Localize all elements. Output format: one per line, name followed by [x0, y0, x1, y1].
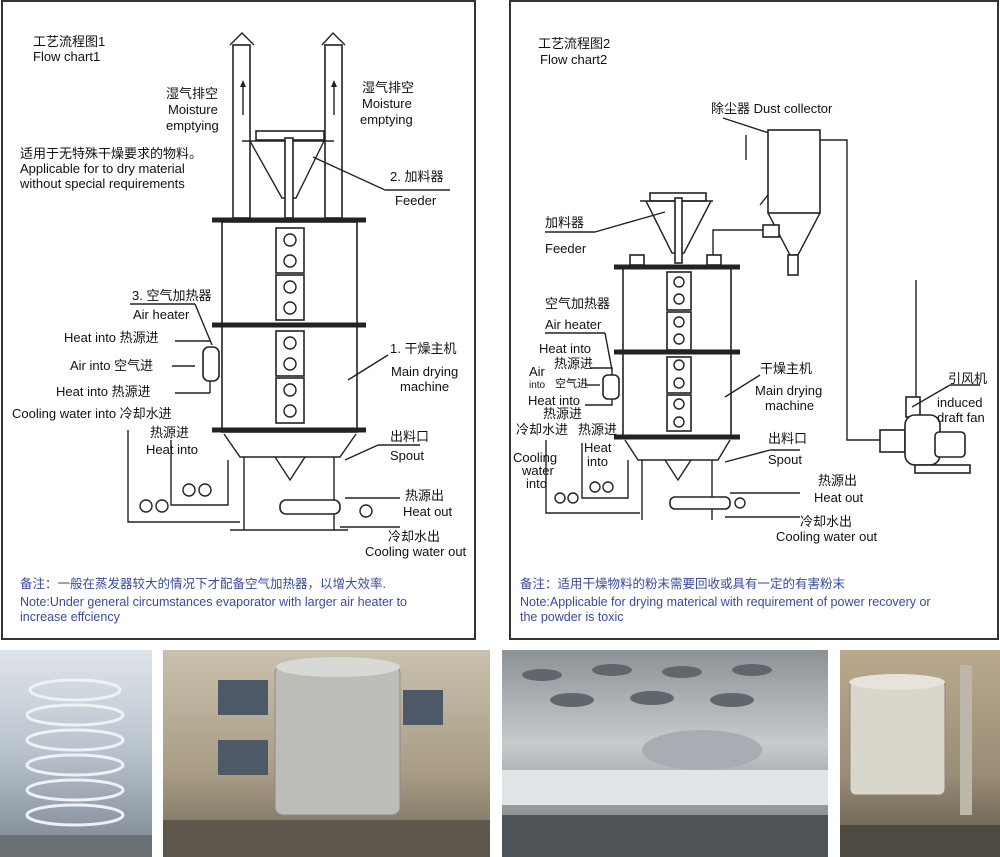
air-heater-cn: 空气加热器	[545, 296, 610, 311]
air-heater-en: Air heater	[545, 317, 602, 332]
cooling-water-into-label: Cooling water into 冷却水进	[12, 406, 172, 421]
piping	[127, 430, 400, 528]
feeder-label-cn: 2. 加料器	[390, 169, 443, 184]
main-drying-machine	[614, 264, 800, 520]
cooling-out-en: Cooling water out	[776, 529, 878, 544]
photo-dryer-workshop	[163, 650, 490, 857]
cooling-into-cn: 冷却水进	[516, 422, 568, 437]
note-en: Note:Applicable for drying materical wit…	[520, 595, 931, 609]
main-machine-en: Main drying	[391, 364, 458, 379]
heat-into-label: Heat into 热源进	[64, 330, 159, 345]
chart-title-cn: 工艺流程图2	[538, 36, 610, 51]
moisture-label-en: emptying	[166, 118, 219, 133]
heat-out-en: Heat out	[403, 504, 453, 519]
moisture-label-en: Moisture	[362, 96, 412, 111]
heat-out-cn: 热源出	[405, 488, 444, 503]
applicable-en: Applicable for to dry material	[20, 161, 185, 176]
heat-into-cn: 热源进	[578, 422, 617, 437]
note-en: increase effciency	[20, 610, 121, 624]
chart-title-en: Flow chart1	[33, 49, 100, 64]
flow-chart-2: 工艺流程图2 Flow chart2 除尘器 Dust collector 引风…	[509, 0, 999, 640]
chart-title-cn: 工艺流程图1	[33, 34, 105, 49]
applicable-en: without special requirements	[19, 176, 185, 191]
heat-into-cn: 热源进	[554, 356, 593, 371]
cooling-out-cn: 冷却水出	[388, 529, 440, 544]
spout-en: Spout	[768, 452, 802, 467]
heat-into-en: into	[587, 454, 608, 469]
note-cn: 备注：适用干燥物料的粉末需要回收或具有一定的有害粉末	[520, 576, 846, 591]
cooling-into-en: water	[521, 463, 554, 478]
cooling-out-en: Cooling water out	[365, 544, 467, 559]
note-en: the powder is toxic	[520, 610, 624, 624]
fan-en: draft fan	[937, 410, 985, 425]
photo-spiral-dryer	[0, 650, 152, 857]
main-machine-en: machine	[765, 398, 814, 413]
air-heater	[545, 332, 800, 518]
applicable-cn: 适用于无特殊干燥要求的物料。	[20, 146, 202, 161]
heat-into-en: Heat into	[146, 442, 198, 457]
flow-charts: 工艺流程图1 Flow chart1 湿气排空 Moisture emptyin…	[1, 0, 999, 640]
heat-into-en: Heat	[584, 440, 612, 455]
air-heater	[130, 303, 220, 394]
heat-out-en: Heat out	[814, 490, 864, 505]
spout-cn: 出料口	[390, 429, 429, 444]
heat-into-en: Heat into	[528, 393, 580, 408]
main-drying-machine	[212, 217, 420, 531]
air-label: Air	[529, 364, 546, 379]
induced-draft-fan	[879, 384, 980, 474]
dust-collector	[712, 117, 917, 441]
cooling-out-cn: 冷却水出	[800, 514, 852, 529]
fan-cn: 引风机	[948, 371, 987, 386]
main-machine-en: machine	[400, 379, 449, 394]
photo-dryer-installed	[840, 650, 1000, 857]
feeder-label-en: Feeder	[395, 193, 437, 208]
chart-title-en: Flow chart2	[540, 52, 607, 67]
note-en: Note:Under general circumstances evapora…	[20, 595, 407, 609]
feeder	[545, 192, 722, 266]
moisture-label-en: Moisture	[168, 102, 218, 117]
moisture-label-cn: 湿气排空	[166, 86, 218, 101]
air-into-label: Air into 空气进	[70, 358, 153, 373]
air-heater-en: Air heater	[133, 307, 190, 322]
air-heater-cn: 3. 空气加热器	[132, 288, 211, 303]
heat-into-cn: 热源进	[150, 425, 189, 440]
heat-into-label: Heat into 热源进	[56, 384, 151, 399]
cooling-into-en: into	[526, 476, 547, 491]
fan-en: induced	[937, 395, 983, 410]
into-label: into	[529, 380, 546, 391]
photo-dryer-interior	[502, 650, 828, 857]
feeder-label-cn: 加料器	[545, 215, 584, 230]
heat-out-cn: 热源出	[818, 473, 857, 488]
moisture-label-en: emptying	[360, 112, 413, 127]
flow-chart-1: 工艺流程图1 Flow chart1 湿气排空 Moisture emptyin…	[1, 0, 476, 640]
spout-cn: 出料口	[768, 431, 807, 446]
moisture-label-cn: 湿气排空	[362, 80, 414, 95]
main-machine-cn: 1. 干燥主机	[390, 341, 456, 356]
air-into-cn: 空气进	[555, 376, 588, 390]
note-cn: 备注：一般在蒸发器较大的情况下才配备空气加热器，以增大效率.	[20, 576, 386, 591]
heat-into-en: Heat into	[539, 341, 591, 356]
heat-into-cn: 热源进	[543, 406, 582, 421]
main-machine-cn: 干燥主机	[760, 361, 812, 376]
main-machine-en: Main drying	[755, 383, 822, 398]
feeder-label-en: Feeder	[545, 241, 587, 256]
dust-collector-label: 除尘器 Dust collector	[711, 101, 833, 116]
spout-en: Spout	[390, 448, 424, 463]
cooling-into-en: Cooling	[513, 450, 557, 465]
